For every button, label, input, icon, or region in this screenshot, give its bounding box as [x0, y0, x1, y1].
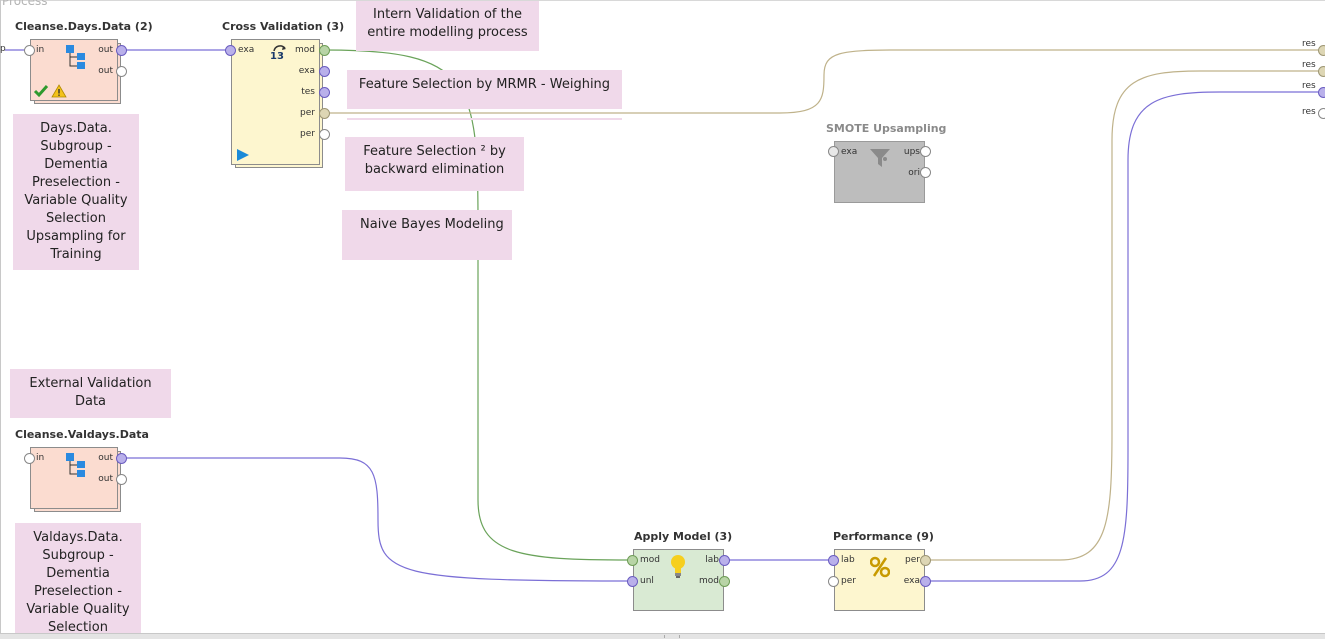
scrollbar-grip[interactable]: [664, 635, 680, 638]
cleanse-valdays-out-port-1[interactable]: [116, 453, 127, 464]
cleanse-valdays-out-port-2[interactable]: [116, 474, 127, 485]
performance-lab-port[interactable]: [828, 555, 839, 566]
apply-unl-label: unl: [640, 576, 654, 586]
canvas-left-border: [0, 0, 1, 634]
performance-title: Performance (9): [833, 530, 934, 543]
percent-icon: [870, 556, 890, 578]
cleanse-days-out-label-2: out: [98, 66, 113, 76]
performance-exa-port[interactable]: [920, 576, 931, 587]
cv-exa-out-port[interactable]: [319, 66, 330, 77]
performance-exa-label: exa: [903, 576, 920, 586]
cleanse-valdays-operator[interactable]: in out out: [30, 447, 121, 512]
smote-operator[interactable]: exa ups ori: [834, 141, 925, 203]
apply-model-operator[interactable]: mod unl lab mod: [633, 549, 724, 611]
apply-mod-in-label: mod: [640, 555, 660, 565]
process-title: Process: [2, 0, 48, 8]
cleanse-days-out-label-1: out: [98, 45, 113, 55]
performance-per-out-port[interactable]: [920, 555, 931, 566]
result-label-2: res: [1302, 60, 1316, 70]
cv-exa-in-port[interactable]: [225, 45, 236, 56]
filter-funnel-icon: [870, 149, 890, 167]
cv-per-port-2[interactable]: [319, 129, 330, 140]
note-feature-selection-mrmr[interactable]: Feature Selection by MRMR - Weighing: [347, 70, 622, 109]
smote-ori-port[interactable]: [920, 167, 931, 178]
smote-ups-port[interactable]: [920, 146, 931, 157]
warning-icon: [51, 84, 67, 98]
cleanse-days-in-port[interactable]: [24, 45, 35, 56]
cv-iterations-badge: 13: [270, 51, 284, 62]
cleanse-days-title: Cleanse.Days.Data (2): [15, 20, 153, 33]
note-feature-selection-backward[interactable]: Feature Selection ² by backward eliminat…: [345, 137, 524, 191]
apply-model-title: Apply Model (3): [634, 530, 733, 543]
result-port-3[interactable]: [1318, 87, 1325, 98]
lightbulb-icon: [671, 555, 685, 578]
result-port-2[interactable]: [1318, 66, 1325, 77]
performance-per-in-label: per: [841, 576, 856, 586]
performance-lab-label: lab: [841, 555, 855, 565]
play-subprocess-icon[interactable]: [236, 148, 250, 162]
horizontal-scrollbar[interactable]: [0, 633, 1325, 639]
cleanse-valdays-title: Cleanse.Valdays.Data: [15, 428, 149, 441]
cleanse-days-operator[interactable]: in out out: [30, 39, 121, 104]
cleanse-valdays-out-label-2: out: [98, 474, 113, 484]
cv-exa-in-label: exa: [238, 45, 255, 55]
cv-mod-port[interactable]: [319, 45, 330, 56]
cleanse-days-out-port-1[interactable]: [116, 45, 127, 56]
cv-per-port-1[interactable]: [319, 108, 330, 119]
result-port-1[interactable]: [1318, 45, 1325, 56]
cv-tes-port[interactable]: [319, 87, 330, 98]
cv-tes-label: tes: [301, 87, 315, 97]
wire-valdays-to-apply: [125, 457, 631, 582]
smote-exa-label: exa: [841, 147, 858, 157]
result-label-4: res: [1302, 107, 1316, 117]
note-days-data-description[interactable]: Days.Data. Subgroup - Dementia Preselect…: [13, 114, 139, 270]
apply-mod-out-label: mod: [699, 576, 719, 586]
result-label-1: res: [1302, 39, 1316, 49]
cleanse-valdays-in-label: in: [36, 453, 45, 463]
check-icon: [33, 85, 49, 98]
apply-lab-port[interactable]: [719, 555, 730, 566]
smote-title: SMOTE Upsampling: [826, 122, 947, 135]
cv-per-label-2: per: [300, 129, 315, 139]
performance-per-out-label: per: [905, 555, 920, 565]
result-label-3: res: [1302, 81, 1316, 91]
cv-exa-out-label: exa: [298, 66, 315, 76]
smote-ups-label: ups: [903, 147, 920, 157]
apply-mod-in-port[interactable]: [627, 555, 638, 566]
performance-per-in-port[interactable]: [828, 576, 839, 587]
wire-cv-per-to-res: [325, 49, 1318, 114]
cv-per-label-1: per: [300, 108, 315, 118]
note-external-validation[interactable]: External Validation Data: [10, 369, 171, 418]
smote-exa-port[interactable]: [828, 146, 839, 157]
wire-performance-exa-to-res: [930, 91, 1318, 582]
wire-cv-mod-to-apply: [324, 49, 631, 561]
apply-lab-label: lab: [705, 555, 719, 565]
left-edge-port-label: p: [0, 44, 6, 54]
note-divider-strip: [347, 118, 622, 120]
cleanse-valdays-out-label-1: out: [98, 453, 113, 463]
cleanse-days-in-label: in: [36, 45, 45, 55]
loop-arrow-icon: [273, 45, 286, 52]
apply-unl-port[interactable]: [627, 576, 638, 587]
apply-mod-out-port[interactable]: [719, 576, 730, 587]
performance-operator[interactable]: lab per per exa: [834, 549, 925, 611]
wire-performance-per-to-res: [930, 70, 1318, 561]
smote-ori-label: ori: [908, 168, 920, 178]
cleanse-valdays-in-port[interactable]: [24, 453, 35, 464]
cleanse-days-out-port-2[interactable]: [116, 66, 127, 77]
cross-validation-operator[interactable]: exa mod exa tes per per 13: [231, 39, 323, 168]
subprocess-tree-icon: [66, 453, 85, 477]
note-valdays-description[interactable]: Valdays.Data. Subgroup - Dementia Presel…: [15, 523, 141, 638]
note-naive-bayes-modeling[interactable]: Naive Bayes Modeling: [342, 210, 512, 260]
note-intern-validation[interactable]: Intern Validation of the entire modellin…: [356, 1, 539, 51]
canvas-top-border: [0, 0, 1325, 1]
subprocess-tree-icon: [66, 45, 85, 69]
result-port-4[interactable]: [1318, 108, 1325, 119]
cv-mod-label: mod: [295, 45, 315, 55]
cross-validation-title: Cross Validation (3): [222, 20, 345, 33]
